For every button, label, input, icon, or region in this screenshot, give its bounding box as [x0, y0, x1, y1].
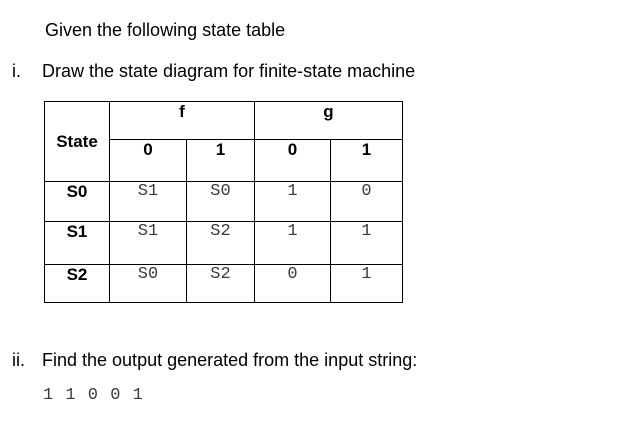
next-state-cell: S0 — [186, 181, 255, 222]
table-row-s2: S2 S0 S2 0 1 — [44, 264, 403, 303]
question-ii: ii. Find the output generated from the i… — [12, 350, 627, 371]
next-state-cell: S2 — [186, 221, 255, 265]
table-row-s0: S0 S1 S0 1 0 — [44, 181, 403, 222]
question-i-text: Draw the state diagram for finite-state … — [42, 61, 416, 81]
question-ii-number: ii. — [12, 350, 25, 370]
input-header-g0: 0 — [254, 139, 331, 182]
question-i-number: i. — [12, 61, 21, 81]
table-row-s1: S1 S1 S2 1 1 — [44, 221, 403, 265]
state-label-s2: S2 — [44, 264, 110, 303]
next-state-cell: S1 — [109, 181, 187, 222]
state-label-s1: S1 — [44, 221, 110, 265]
question-i: i. Draw the state diagram for finite-sta… — [12, 61, 627, 82]
output-cell: 0 — [254, 264, 331, 303]
output-cell: 1 — [330, 264, 403, 303]
next-state-cell: S2 — [186, 264, 255, 303]
state-label-s0: S0 — [44, 181, 110, 222]
group-header-g: g — [254, 101, 403, 140]
question-ii-text: Find the output generated from the input… — [42, 350, 418, 370]
output-cell: 1 — [254, 221, 331, 265]
input-header-f1: 1 — [186, 139, 255, 182]
next-state-cell: S0 — [109, 264, 187, 303]
output-cell: 0 — [330, 181, 403, 222]
output-cell: 1 — [330, 221, 403, 265]
state-table: State f g 0 1 0 1 S0 S1 S0 1 0 S1 S1 S2 — [44, 101, 403, 303]
corner-header-state: State — [44, 101, 110, 182]
input-string: 1 1 0 0 1 — [43, 386, 144, 405]
next-state-cell: S1 — [109, 221, 187, 265]
table-subheader-row: 0 1 0 1 — [45, 139, 403, 182]
intro-text: Given the following state table — [45, 20, 286, 40]
output-cell: 1 — [254, 181, 331, 222]
input-header-g1: 1 — [330, 139, 403, 182]
group-header-f: f — [109, 101, 255, 140]
input-header-f0: 0 — [109, 139, 187, 182]
table-group-header-row: State f g — [44, 101, 403, 182]
